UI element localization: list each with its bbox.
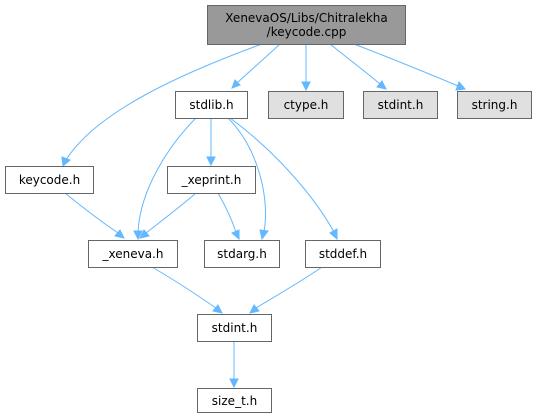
string-h-label: string.h bbox=[471, 98, 518, 112]
edge-root-stdint-system-arrow bbox=[376, 80, 387, 90]
edge-stdlib-stddef-arrow bbox=[329, 228, 338, 241]
stdint-h-system-label: stdint.h bbox=[377, 98, 424, 112]
root-file-node[interactable]: XenevaOS/Libs/Chitralekha /keycode.cpp bbox=[207, 5, 406, 45]
stdint-h-label: stdint.h bbox=[211, 321, 258, 335]
edge-stddef-stdint-arrow bbox=[249, 304, 260, 314]
xeprint-h-node[interactable]: _xeprint.h bbox=[167, 166, 256, 194]
keycode-h-label: keycode.h bbox=[18, 173, 81, 187]
edge-xeneva-stdint-arrow bbox=[212, 304, 223, 314]
edge-root-string bbox=[353, 43, 459, 87]
edge-root-stdlib bbox=[236, 43, 281, 84]
edge-keycode-xeneva bbox=[64, 192, 119, 234]
ctype-h-node[interactable]: ctype.h bbox=[268, 91, 344, 119]
edge-stdlib-xeneva bbox=[137, 117, 197, 233]
xeneva-h-node[interactable]: _xeneva.h bbox=[88, 240, 178, 268]
edge-root-stdint-system bbox=[329, 43, 381, 85]
stddef-h-label: stddef.h bbox=[318, 247, 368, 261]
edge-keycode-xeneva-arrow bbox=[114, 229, 125, 239]
edge-stdlib-xeneva-arrow bbox=[133, 230, 143, 241]
ctype-h-label: ctype.h bbox=[283, 98, 329, 112]
xeneva-h-label: _xeneva.h bbox=[102, 247, 164, 261]
size-t-h-node[interactable]: size_t.h bbox=[197, 388, 272, 413]
edge-stddef-stdint bbox=[255, 266, 323, 309]
string-h-node[interactable]: string.h bbox=[457, 91, 532, 119]
size-t-h-label: size_t.h bbox=[211, 393, 258, 408]
root-file-label-line2: /keycode.cpp bbox=[266, 25, 347, 39]
edge-stdlib-stddef bbox=[229, 117, 335, 233]
edge-root-keycode bbox=[65, 43, 263, 161]
stdlib-h-label: stdlib.h bbox=[189, 98, 234, 112]
edge-stdlib-stdarg bbox=[227, 117, 266, 233]
edge-xeneva-stdint bbox=[151, 266, 217, 309]
keycode-h-node[interactable]: keycode.h bbox=[5, 166, 94, 194]
edge-stdint-size_t-arrow bbox=[229, 378, 239, 389]
edge-xeprint-stdarg bbox=[217, 192, 237, 233]
stdarg-h-node[interactable]: stdarg.h bbox=[204, 240, 280, 268]
edge-root-keycode-arrow bbox=[61, 156, 71, 167]
edge-root-string-arrow bbox=[455, 81, 466, 91]
edge-stdlib-stdarg-arrow bbox=[259, 229, 269, 241]
root-file-label-line1: XenevaOS/Libs/Chitralekha bbox=[225, 11, 388, 25]
stdint-h-system-node[interactable]: stdint.h bbox=[363, 91, 438, 119]
stdarg-h-label: stdarg.h bbox=[217, 247, 267, 261]
edge-stdlib-xeprint-arrow bbox=[206, 156, 216, 167]
edge-root-ctype-arrow bbox=[301, 81, 311, 92]
edge-xeprint-xeneva bbox=[145, 192, 197, 234]
edge-root-stdlib-arrow bbox=[231, 79, 241, 89]
stdint-h-node[interactable]: stdint.h bbox=[197, 314, 272, 342]
stdlib-h-node[interactable]: stdlib.h bbox=[175, 91, 248, 119]
edge-xeprint-stdarg-arrow bbox=[231, 229, 240, 241]
edge-xeprint-xeneva-arrow bbox=[139, 229, 150, 239]
xeprint-h-label: _xeprint.h bbox=[181, 173, 242, 187]
stddef-h-node[interactable]: stddef.h bbox=[305, 240, 381, 268]
